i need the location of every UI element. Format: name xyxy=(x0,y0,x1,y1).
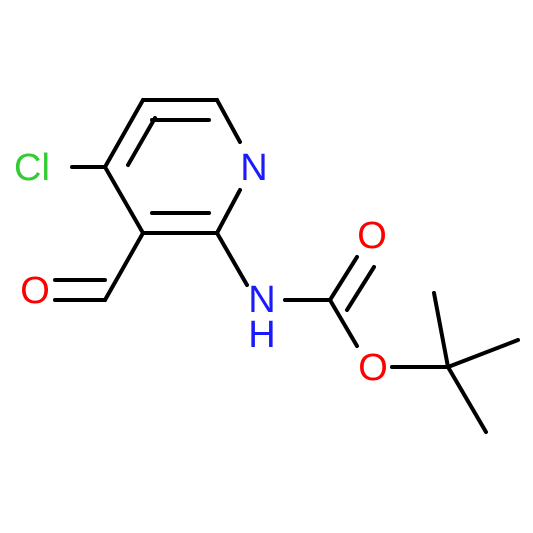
bond-n1-c2 xyxy=(215,188,242,235)
bond-carbonyl-o-a xyxy=(328,255,359,302)
atom-labels: Cl N O O N H O xyxy=(14,147,388,389)
atom-cl-label: Cl xyxy=(14,147,50,189)
bond-carbonyl-o-ester xyxy=(328,298,359,348)
atom-o-ester-label: O xyxy=(358,347,388,389)
bond-tbu-me-right xyxy=(446,338,520,369)
bond-c3-c4 xyxy=(103,165,145,235)
atom-o-aldehyde-label: O xyxy=(20,270,50,312)
atom-o-carbonyl-label: O xyxy=(357,215,387,257)
atom-n-ring-label: N xyxy=(240,147,267,189)
bond-c3-cho xyxy=(103,231,145,302)
bond-tbu-me-top xyxy=(432,291,450,369)
bond-c6-n1 xyxy=(215,98,242,144)
bond-tbu-me-bottom xyxy=(446,365,488,434)
bond-c2-nh xyxy=(215,231,249,287)
bond-c4-c5 xyxy=(103,98,145,169)
bond-c4-c5-inner xyxy=(126,116,157,167)
atom-h-label: H xyxy=(248,314,275,356)
bonds xyxy=(53,98,520,434)
atom-nh-label: N xyxy=(248,279,275,321)
bond-carbonyl-o-b xyxy=(345,265,376,312)
